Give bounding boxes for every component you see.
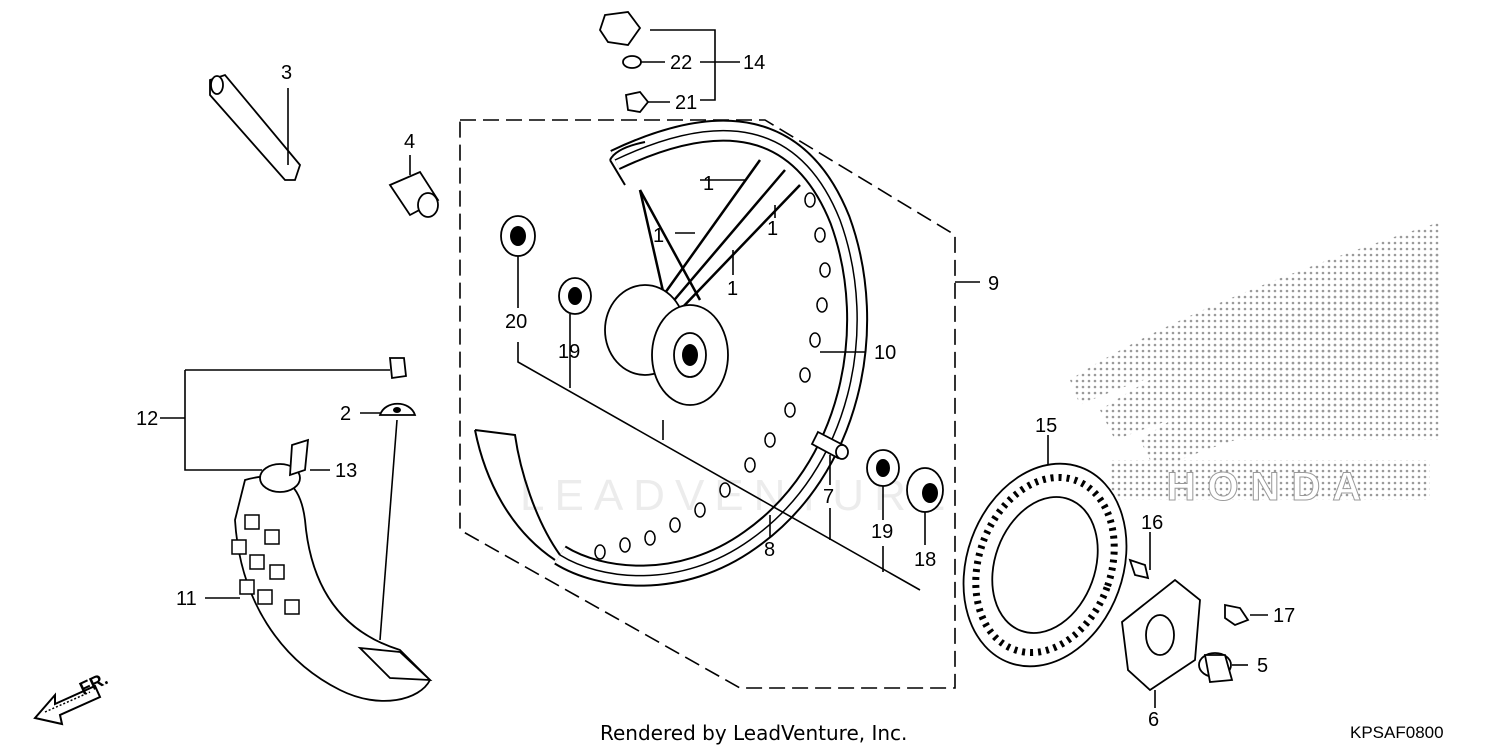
callout-17: 17 <box>1273 605 1295 627</box>
watermark: LEADVENTURE HONDA <box>520 465 1374 521</box>
callout-labels: 1 1 1 1 2 3 4 5 6 7 8 9 10 11 12 13 14 1… <box>136 52 1295 731</box>
callout-22: 22 <box>670 52 692 74</box>
diagram-code: KPSAF0800 <box>1350 723 1444 742</box>
bearing-19-right <box>866 449 900 487</box>
wheel-assembly-outline <box>459 119 956 689</box>
callout-2: 2 <box>340 403 351 425</box>
callout-19-right: 19 <box>871 521 893 543</box>
rim-band-2 <box>378 402 417 416</box>
callout-10: 10 <box>874 342 896 364</box>
brake-disk <box>962 462 1128 668</box>
callout-20: 20 <box>505 311 527 333</box>
distance-collar-7 <box>810 430 849 460</box>
bearing-19-left <box>558 277 592 315</box>
front-direction-arrow: FR. <box>33 668 111 726</box>
tire <box>231 475 432 702</box>
rim <box>474 119 869 587</box>
bearing-20 <box>500 215 536 257</box>
balance-weight <box>599 11 650 113</box>
render-credit: Rendered by LeadVenture, Inc. <box>600 721 907 745</box>
callout-14: 14 <box>743 52 765 74</box>
callout-16: 16 <box>1141 512 1163 534</box>
callout-15: 15 <box>1035 415 1057 437</box>
collar-5 <box>1198 652 1234 683</box>
spokes <box>638 159 801 311</box>
disk-flange <box>1121 578 1201 692</box>
valve-cap-12 <box>389 357 407 380</box>
honda-wing-logo <box>1070 222 1440 500</box>
callout-19-left: 19 <box>558 341 580 363</box>
callout-1b: 1 <box>653 225 664 247</box>
callout-7: 7 <box>823 486 834 508</box>
callout-3: 3 <box>281 62 292 84</box>
tube <box>259 438 433 682</box>
front-axle <box>209 73 302 181</box>
callout-21: 21 <box>675 92 697 114</box>
callout-4: 4 <box>404 131 415 153</box>
callout-12: 12 <box>136 408 158 430</box>
callout-13: 13 <box>335 460 357 482</box>
callout-1a: 1 <box>703 173 714 195</box>
callout-11: 11 <box>176 588 197 610</box>
callout-5: 5 <box>1257 655 1268 677</box>
bolt-16 <box>1128 558 1150 580</box>
honda-brand-text: HONDA <box>1167 465 1374 509</box>
callout-6: 6 <box>1148 709 1159 731</box>
callout-8: 8 <box>764 539 775 561</box>
callout-18: 18 <box>914 549 936 571</box>
bolt-17 <box>1224 603 1250 627</box>
callout-1d: 1 <box>767 218 778 240</box>
leader-lines <box>160 29 1268 708</box>
callout-9: 9 <box>988 273 999 295</box>
callout-1c: 1 <box>727 278 738 300</box>
side-collar-4 <box>388 170 440 218</box>
hub <box>604 284 729 406</box>
dust-seal-18 <box>906 467 944 513</box>
